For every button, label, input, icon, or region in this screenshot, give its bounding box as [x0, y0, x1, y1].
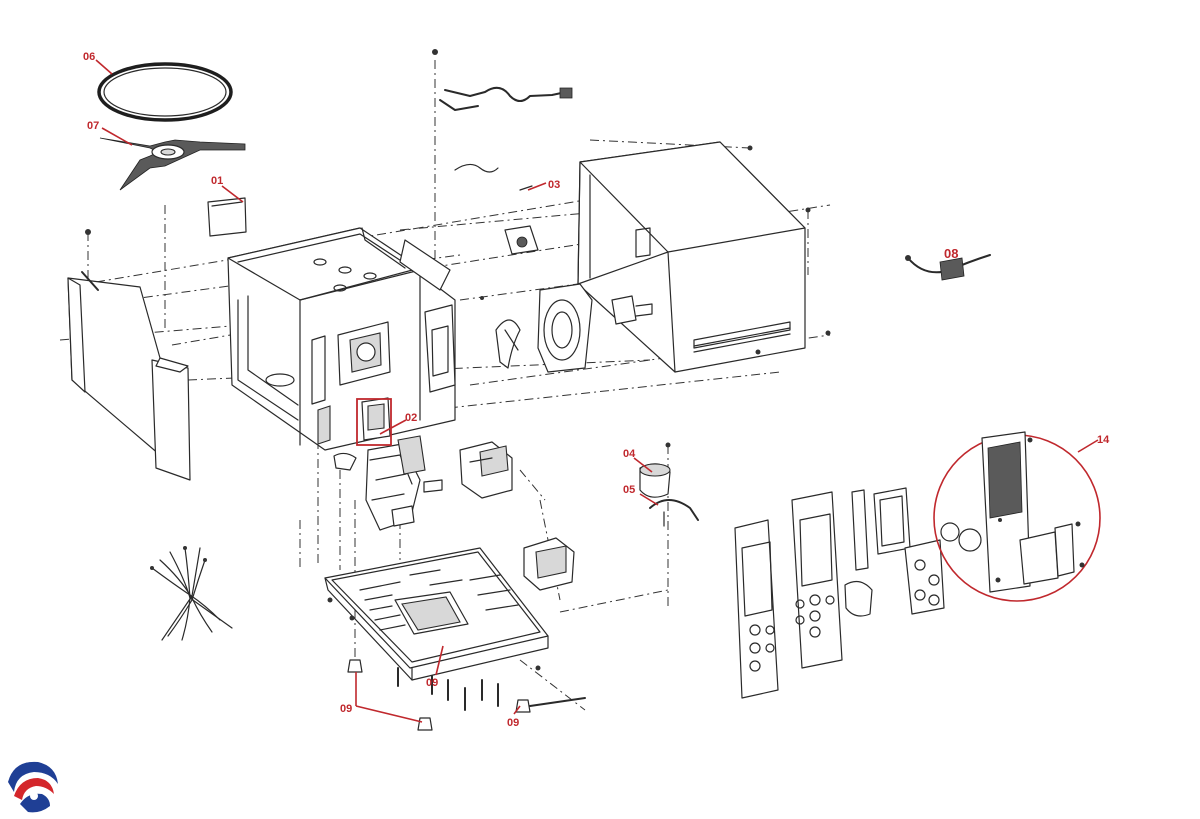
part-label-08: 08 [944, 246, 958, 261]
part-label-07: 07 [87, 120, 99, 132]
switch-bracket [504, 185, 539, 255]
cavity-chassis [227, 227, 456, 451]
callout-02: 02 [356, 398, 417, 446]
part-label-09-c: 09 [507, 717, 519, 729]
turntable-ring [97, 62, 233, 122]
outer-casing [577, 141, 831, 373]
callout-05: 05 [623, 484, 659, 506]
part-label-02: 02 [405, 412, 417, 424]
part-label-14: 14 [1097, 434, 1110, 446]
thermal-cable [905, 254, 991, 281]
callout-06: 06 [83, 51, 113, 75]
part-label-09-b: 09 [340, 703, 352, 715]
callout-08: 08 [944, 246, 958, 261]
transformer-components [459, 441, 699, 591]
roller-support [99, 137, 246, 191]
callout-01: 01 [211, 175, 244, 203]
feet-screws [347, 659, 586, 731]
part-label-03: 03 [548, 179, 560, 191]
callout-07: 07 [87, 120, 133, 146]
callout-09-a: 09 [426, 645, 444, 689]
part-label-01: 01 [211, 175, 223, 187]
swirl-logo-icon [4, 761, 58, 816]
part-label-05: 05 [623, 484, 635, 496]
callout-04: 04 [623, 448, 653, 473]
part-label-09-a: 09 [426, 677, 438, 689]
callout-09-c: 09 [507, 705, 521, 729]
base-plate [324, 547, 549, 681]
callout-14: 14 [1077, 434, 1110, 453]
part-label-04: 04 [623, 448, 636, 460]
part-label-06: 06 [83, 51, 95, 63]
power-cord [432, 49, 573, 173]
wire-bundle [150, 546, 233, 641]
callout-03: 03 [527, 179, 560, 191]
door-assembly [67, 229, 191, 481]
control-board-detail [933, 431, 1101, 602]
fan-assembly [480, 283, 653, 373]
callout-09-b: 09 [340, 672, 423, 723]
control-panel-assembly [734, 487, 945, 699]
waveguide-cover [207, 197, 247, 237]
